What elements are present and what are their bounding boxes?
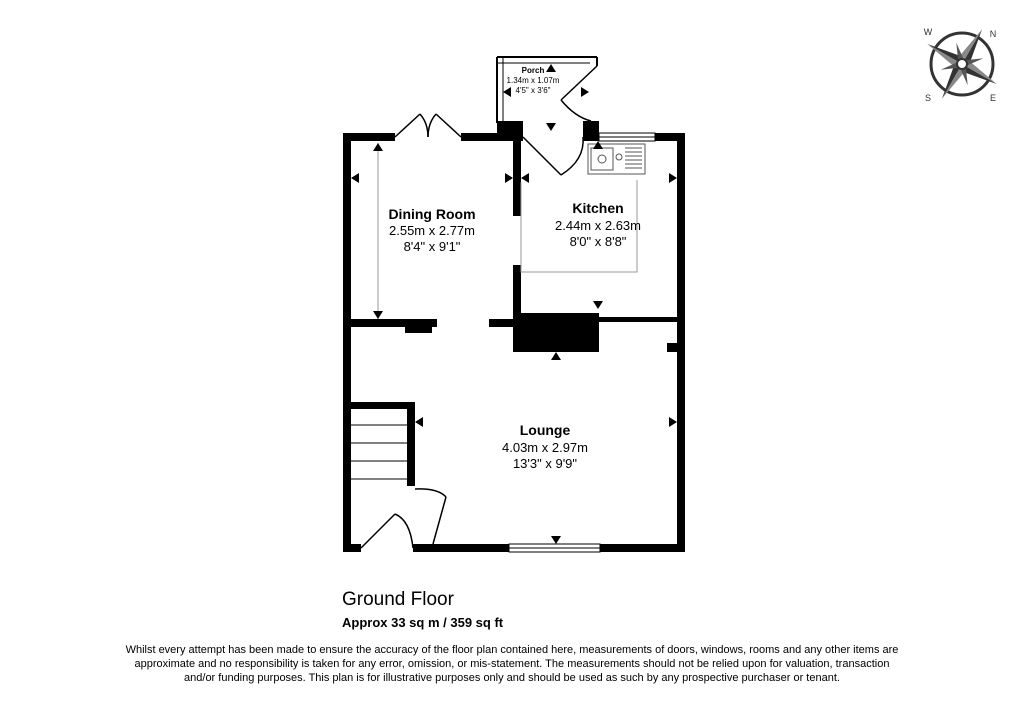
floor-title: Ground Floor: [342, 589, 454, 610]
lounge-imperial: 13'3" x 9'9": [513, 456, 577, 471]
wall-left: [343, 133, 351, 552]
wall-bottom-mid: [413, 544, 509, 552]
wall-top-kitchen-right: [655, 133, 684, 141]
wall-bottom-left: [343, 544, 361, 552]
porch-metric: 1.34m x 1.07m: [507, 76, 560, 85]
window-kitchen: [598, 132, 656, 142]
dining-room-metric: 2.55m x 2.77m: [389, 223, 475, 238]
arrow-lounge-left: [415, 417, 423, 427]
wall-stub-left: [405, 319, 432, 333]
dining-room-imperial: 8'4" x 9'1": [404, 239, 461, 254]
arrow-kitchen-bottom: [593, 301, 603, 309]
door-porch-outer: [560, 65, 598, 122]
wall-kitchen-lounge: [521, 317, 685, 322]
kitchen-worktop: [520, 180, 638, 273]
wall-top-dining-left: [343, 133, 395, 141]
wall-top-kitchen: [583, 133, 599, 141]
arrow-porch-left: [503, 87, 511, 97]
wall-stub-right: [667, 343, 677, 352]
floor-area: Approx 33 sq m / 359 sq ft: [342, 615, 504, 630]
lounge-metric: 4.03m x 2.97m: [502, 440, 588, 455]
porch-walls: [496, 56, 598, 123]
chimney-breast: [513, 313, 599, 352]
door-dining-french: [394, 113, 462, 138]
wall-top-dining-right: [461, 133, 523, 141]
porch-imperial: 4'5" x 3'6": [516, 86, 551, 95]
arrow-lounge-bottom: [551, 536, 561, 544]
staircase: [351, 424, 407, 480]
arrow-porch-right: [581, 87, 589, 97]
arrow-kitchen-top: [593, 141, 603, 149]
wall-bottom-right: [600, 544, 685, 552]
porch-jamb-left: [497, 121, 523, 135]
kitchen-imperial: 8'0" x 8'8": [570, 234, 627, 249]
arrow-dining-left: [351, 173, 359, 183]
kitchen-name: Kitchen: [572, 200, 623, 216]
compass-s: S: [925, 93, 931, 103]
stair-wall-right: [407, 402, 415, 486]
stair-wall-top: [351, 402, 415, 409]
windows: [508, 132, 656, 553]
arrow-lounge-top: [551, 352, 561, 360]
arrow-porch-bottom: [546, 123, 556, 131]
room-label-porch: Porch 1.34m x 1.07m 4'5" x 3'6": [507, 66, 560, 95]
wall-right: [677, 133, 685, 552]
arrow-kitchen-left: [521, 173, 529, 183]
measurement-arrows: [351, 64, 677, 544]
wall-dining-kitchen: [513, 141, 521, 216]
compass-e: E: [990, 93, 996, 103]
arrow-lounge-right: [669, 417, 677, 427]
wall-dining-lounge-right: [489, 319, 521, 327]
compass-w: W: [924, 27, 933, 37]
arrow-porch-top: [546, 64, 556, 72]
dining-room-name: Dining Room: [388, 206, 475, 222]
door-front: [360, 488, 447, 549]
compass-icon: N E S W: [924, 27, 997, 103]
room-label-dining: Dining Room 2.55m x 2.77m 8'4" x 9'1": [388, 206, 475, 254]
doors: [360, 65, 598, 549]
wall-dining-lounge-left: [351, 319, 437, 327]
compass-n: N: [990, 29, 997, 39]
porch-name: Porch: [522, 66, 545, 75]
wall-kitchen-lower: [513, 265, 521, 327]
walls: [343, 121, 685, 552]
door-porch-inner: [522, 136, 584, 176]
lounge-name: Lounge: [520, 422, 571, 438]
room-label-lounge: Lounge 4.03m x 2.97m 13'3" x 9'9": [502, 422, 588, 471]
arrow-dining-top: [373, 143, 383, 151]
window-lounge: [508, 543, 601, 553]
arrow-dining-right: [505, 173, 513, 183]
kitchen-metric: 2.44m x 2.63m: [555, 218, 641, 233]
arrow-kitchen-right: [669, 173, 677, 183]
disclaimer-text: Whilst every attempt has been made to en…: [125, 644, 899, 684]
arrow-dining-bottom: [373, 311, 383, 319]
room-label-kitchen: Kitchen 2.44m x 2.63m 8'0" x 8'8": [555, 200, 641, 249]
